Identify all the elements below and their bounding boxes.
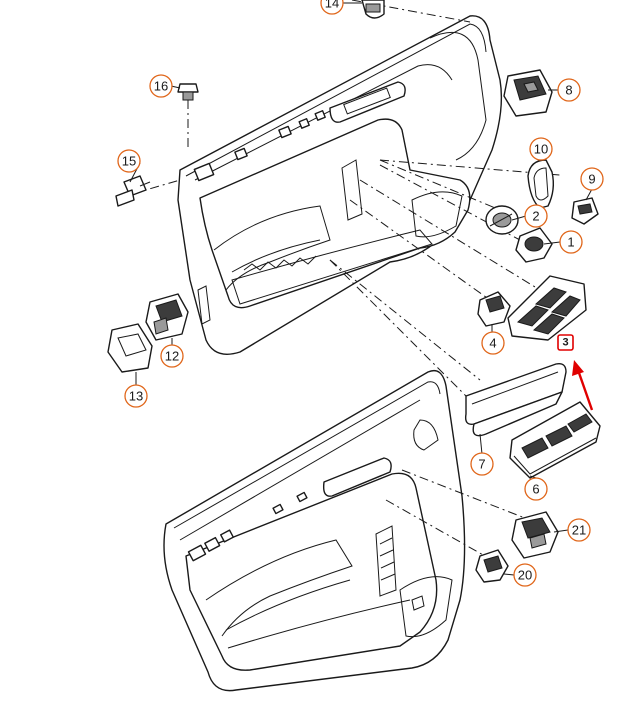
callout-14-label: 14 (325, 0, 339, 11)
callout-9-label: 9 (588, 172, 595, 187)
front-door-trim-panel (177, 15, 503, 355)
callout-13: 13 (124, 384, 148, 408)
part-1-switch (515, 227, 553, 263)
callout-10: 10 (529, 137, 553, 161)
part-10-bezel (527, 159, 555, 209)
callout-16: 16 (149, 74, 173, 98)
callout-1: 1 (559, 230, 583, 254)
callout-3-highlighted: 3 (557, 334, 574, 351)
callout-9: 9 (580, 167, 604, 191)
callout-16-label: 16 (154, 79, 168, 94)
callout-15: 15 (117, 149, 141, 173)
callout-20-label: 20 (518, 568, 532, 583)
part-20-single-switch (475, 549, 509, 583)
part-14-clip (361, 0, 385, 19)
callout-7: 7 (470, 452, 494, 476)
part-3-window-switch-module (507, 275, 587, 341)
callout-6: 6 (524, 477, 548, 501)
part-4-single-switch (477, 291, 511, 327)
callout-4: 4 (481, 331, 505, 355)
callout-6-label: 6 (532, 482, 539, 497)
callout-2: 2 (524, 204, 548, 228)
part-13-bracket (107, 323, 153, 373)
callout-1-label: 1 (567, 235, 574, 250)
part-21-mirror-switch (511, 511, 559, 559)
part-9-button (571, 197, 599, 225)
callout-20: 20 (513, 563, 537, 587)
part-16-retainer-pin (177, 83, 199, 106)
callout-3-label: 3 (562, 337, 568, 349)
callout-10-label: 10 (534, 142, 548, 157)
part-7-trim-strip (464, 362, 567, 437)
callout-lead-lines (129, 2, 593, 576)
part-2-control-knob (485, 205, 519, 235)
part-15-clip (115, 175, 151, 207)
callout-21: 21 (567, 518, 591, 542)
callout-14: 14 (320, 0, 344, 15)
callout-13-label: 13 (129, 389, 143, 404)
rear-door-trim-panel (163, 369, 466, 692)
part-12-switch (145, 293, 189, 341)
callout-12: 12 (160, 344, 184, 368)
callout-4-label: 4 (489, 336, 496, 351)
callout-15-label: 15 (122, 154, 136, 169)
callout-21-label: 21 (572, 523, 586, 538)
part-6-window-switch-module (509, 401, 601, 479)
callout-2-label: 2 (532, 209, 539, 224)
highlight-arrow (572, 360, 594, 411)
callout-8-label: 8 (565, 83, 572, 98)
callout-8: 8 (557, 78, 581, 102)
callout-7-label: 7 (478, 457, 485, 472)
part-8-mirror-switch (503, 69, 553, 117)
assembly-leader-lines (131, 0, 561, 561)
callout-12-label: 12 (165, 349, 179, 364)
